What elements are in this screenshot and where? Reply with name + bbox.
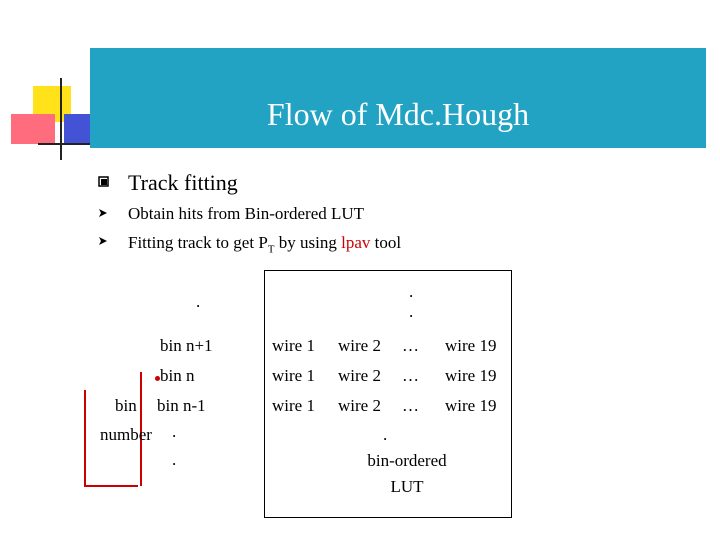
lut-cell: wire 2: [338, 396, 381, 415]
lut-cell: wire 2: [338, 366, 381, 385]
lut-cell: wire 19: [445, 396, 497, 415]
label-bin-n: bin n: [160, 366, 195, 385]
bin-pointer-dot: [155, 376, 160, 381]
lut-caption-2: LUT: [390, 477, 424, 496]
bullet-item-2-mid: by using: [274, 233, 342, 252]
title-band: [90, 48, 706, 148]
label-bin-plus: bin n+1: [160, 336, 213, 355]
lut-cell: wire 2: [338, 336, 381, 355]
left-dot-top: .: [196, 292, 201, 311]
square-bullet-icon: [98, 176, 110, 192]
label-bin-minus: bin n-1: [157, 396, 206, 415]
arrow-bullet-icon: [98, 236, 108, 249]
label-bin: bin: [115, 396, 137, 415]
bullet-item-2-end: tool: [370, 233, 402, 252]
bin-marker-vertical: [84, 390, 86, 486]
decor-square-blue: [64, 114, 90, 144]
lut-caption-1: bin-ordered: [367, 451, 447, 470]
decor-square-red: [11, 114, 55, 144]
bullet-item-1: Obtain hits from Bin-ordered LUT: [128, 204, 365, 223]
bullet-item-2-text: Fitting track to get P: [128, 233, 268, 252]
lut-cell: …: [402, 396, 419, 415]
lut-box: [264, 270, 512, 518]
decor-vertical-line: [60, 78, 62, 160]
bin-pointer-line: [140, 372, 142, 486]
lut-cell: …: [402, 366, 419, 385]
lut-cell: wire 1: [272, 336, 315, 355]
bin-marker-horizontal: [84, 485, 138, 487]
left-dot-a: .: [172, 422, 177, 441]
section-heading: Track fitting: [128, 170, 238, 195]
bullet-item-2-subscript: T: [267, 243, 275, 256]
left-dot-b: .: [172, 450, 177, 469]
lut-dot-2: .: [409, 302, 414, 321]
label-number: number: [100, 425, 152, 444]
lut-cell: …: [402, 336, 419, 355]
arrow-bullet-icon: [98, 208, 108, 221]
lut-dot-1: .: [409, 282, 414, 301]
lut-cell: wire 19: [445, 336, 497, 355]
slide-title: Flow of Mdc.Hough: [266, 96, 530, 132]
lut-cell: wire 19: [445, 366, 497, 385]
lpav-highlight: lpav: [341, 233, 371, 252]
bullet-item-2: Fitting track to get PT by using lpav to…: [128, 233, 401, 255]
lut-dot-bottom: .: [383, 425, 388, 444]
decor-horizontal-line: [38, 143, 94, 145]
lut-cell: wire 1: [272, 396, 315, 415]
lut-cell: wire 1: [272, 366, 315, 385]
